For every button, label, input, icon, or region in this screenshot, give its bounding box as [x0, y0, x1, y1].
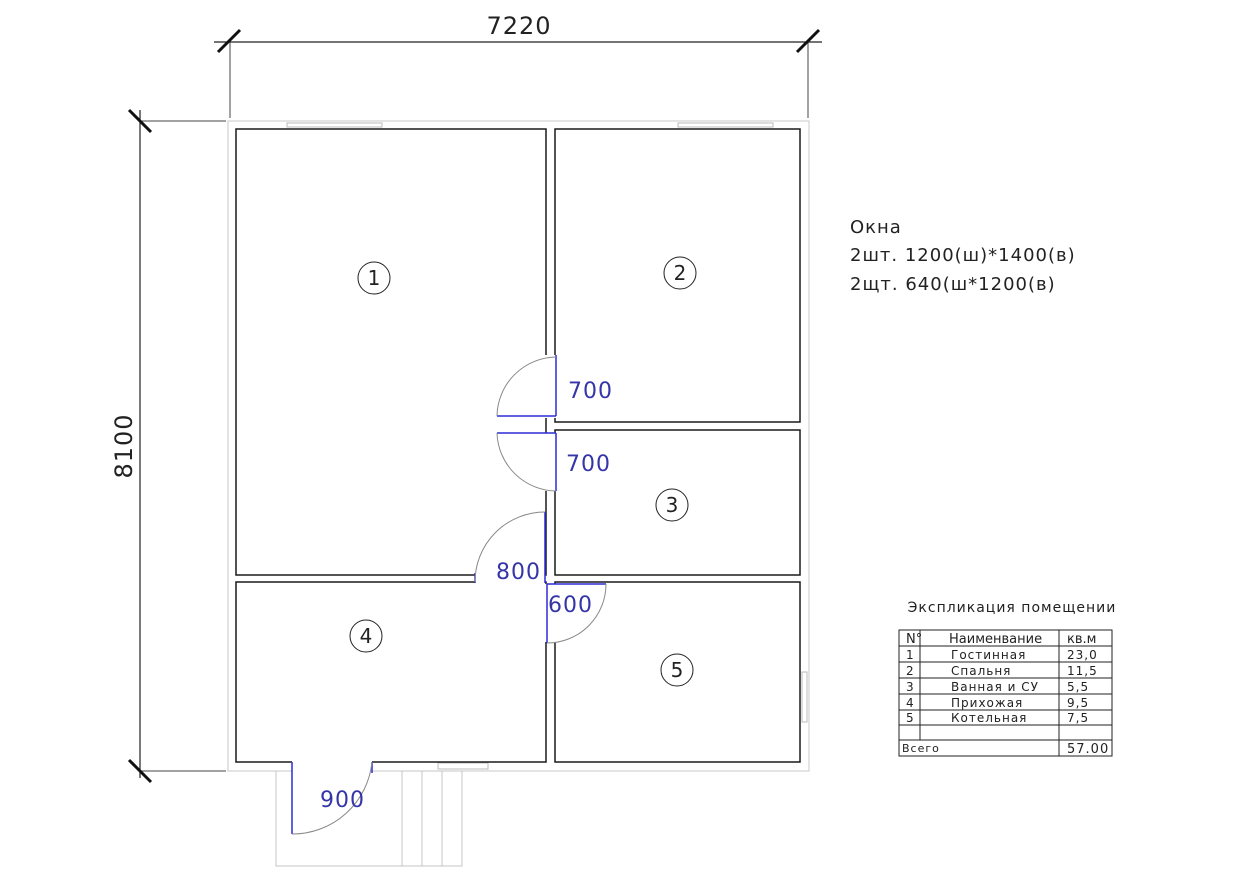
table-row: 5 Котельная 7,5 [906, 711, 1089, 725]
room-5-marker: 5 [660, 653, 694, 687]
door-4-label: 600 [548, 593, 593, 618]
width-dimension-label: 7220 [486, 12, 551, 40]
table-total-label: Всего [902, 742, 940, 755]
table-cell-name: Ванная и СУ [951, 680, 1039, 694]
table-header-name: Наименвание [949, 632, 1042, 647]
room-1-number: 1 [368, 266, 381, 290]
explication-table: Экспликация помещении N° Наименвание кв.… [898, 600, 1117, 757]
door-3 [474, 511, 546, 583]
table-cell-name: Спальня [951, 664, 1011, 678]
door-2 [496, 432, 557, 492]
door-5 [291, 761, 373, 835]
room-4-marker: 4 [349, 619, 383, 653]
table-row: 1 Гостинная 23,0 [906, 648, 1098, 662]
door-3-label: 800 [496, 560, 541, 585]
height-dimension: 8100 [110, 108, 226, 784]
table-cell-area: 9,5 [1067, 696, 1089, 710]
room-4-number: 4 [360, 624, 373, 648]
door-5-label: 900 [320, 788, 365, 813]
table-cell-num: 4 [906, 696, 915, 710]
room-5-outline [554, 581, 801, 763]
table-header-num: N° [906, 632, 922, 647]
windows-note: Окна 2шт. 1200(ш)*1400(в) 2щт. 640(ш*120… [850, 217, 1076, 295]
room-3-marker: 3 [655, 488, 689, 522]
door-4 [546, 583, 607, 644]
door-2-label: 700 [566, 452, 611, 477]
table-cell-num: 3 [906, 680, 915, 694]
room-3-number: 3 [666, 493, 679, 517]
table-cell-name: Прихожая [951, 696, 1023, 710]
table-header-area: кв.м [1067, 632, 1096, 647]
window-marks [286, 122, 808, 770]
room-5-number: 5 [671, 658, 684, 682]
table-cell-name: Гостинная [951, 648, 1026, 662]
room-2-number: 2 [674, 261, 687, 285]
outer-wall-outline [227, 120, 810, 772]
table-cell-num: 2 [906, 664, 915, 678]
width-dimension: 7220 [214, 12, 822, 118]
windows-note-title: Окна [850, 217, 902, 238]
table-cell-area: 11,5 [1067, 664, 1098, 678]
table-row: 3 Ванная и СУ 5,5 [906, 680, 1089, 694]
porch [275, 770, 463, 867]
room-2-outline [554, 128, 801, 423]
room-1-outline [235, 128, 547, 576]
windows-note-line-1: 2шт. 1200(ш)*1400(в) [850, 245, 1076, 266]
door-1 [496, 355, 557, 417]
table-row: 2 Спальня 11,5 [906, 664, 1098, 678]
room-2-marker: 2 [663, 256, 697, 290]
room-4-outline [235, 581, 547, 763]
table-total-value: 57.00 [1067, 742, 1109, 757]
door-1-label: 700 [568, 379, 613, 404]
windows-note-line-2: 2щт. 640(ш*1200(в) [850, 274, 1056, 295]
height-dimension-label: 8100 [110, 413, 138, 478]
table-cell-area: 5,5 [1067, 680, 1089, 694]
table-cell-num: 1 [906, 648, 915, 662]
explication-title: Экспликация помещении [908, 600, 1117, 616]
table-cell-area: 7,5 [1067, 711, 1089, 725]
room-3-outline [554, 429, 801, 576]
table-cell-area: 23,0 [1067, 648, 1098, 662]
table-cell-name: Котельная [951, 711, 1027, 725]
table-row: 4 Прихожая 9,5 [906, 696, 1089, 710]
room-1-marker: 1 [357, 261, 391, 295]
table-cell-num: 5 [906, 711, 915, 725]
